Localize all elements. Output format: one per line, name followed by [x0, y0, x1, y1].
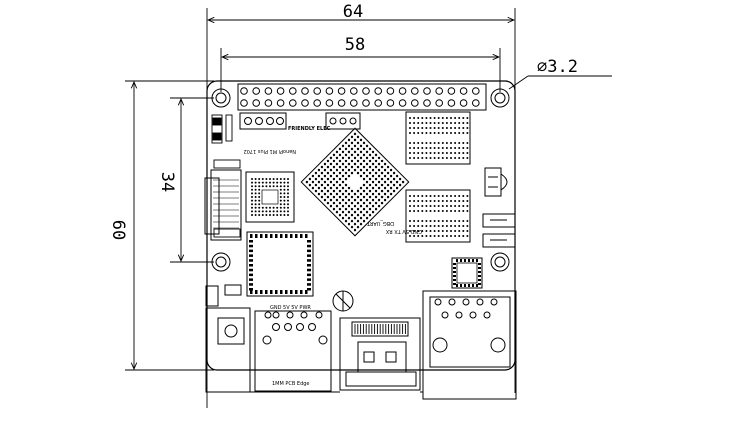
gpio-pin — [301, 87, 309, 95]
gpio-pin — [472, 87, 480, 95]
gpio-pin — [289, 87, 297, 95]
gpio-pin — [350, 99, 358, 107]
gpio-pin — [313, 99, 322, 107]
gpio-pin — [398, 87, 407, 95]
gpio-pin — [276, 87, 285, 95]
audio-jack — [205, 284, 251, 393]
dimension-hole-diameter — [508, 75, 612, 90]
gpio-pin — [289, 99, 297, 107]
gpio-pin — [276, 99, 285, 107]
ddr-chip-bottom — [405, 189, 471, 243]
usb-power-area — [254, 310, 332, 392]
debug-uart-label: DBG_UART — [366, 220, 394, 226]
model-silkscreen: NanoPi M1 Plus 1702 — [244, 148, 297, 154]
gpio-pin — [350, 87, 358, 95]
brand-silkscreen: FRIENDLY ELEC — [288, 126, 331, 132]
hdmi-connector — [339, 317, 421, 391]
gpio-pin — [447, 99, 456, 107]
gpio-header — [237, 83, 487, 111]
emmc-chip — [245, 171, 295, 223]
gpio-pin — [362, 87, 370, 95]
gpio-pin — [362, 99, 370, 107]
pcb-edge-note: 1MM PCB Edge — [272, 381, 310, 387]
dimension-board-height — [125, 80, 214, 371]
gpio-pin — [447, 87, 456, 95]
wifi-module — [246, 231, 314, 297]
gpio-pin — [301, 99, 309, 107]
power-pins-label: GND 5V 5V PWR — [270, 305, 311, 311]
gpio-pin — [240, 99, 248, 107]
gpio-pin — [411, 99, 419, 107]
gpio-pin — [411, 87, 419, 95]
ethernet-phy-chip — [451, 257, 483, 289]
gpio-pin — [423, 87, 431, 95]
hole-diameter-label: ⌀3.2 — [537, 57, 578, 77]
gpio-pin — [252, 99, 261, 107]
gpio-pins — [240, 87, 480, 107]
gpio-pin — [423, 99, 431, 107]
gpio-pin — [337, 87, 346, 95]
gpio-pin — [398, 99, 407, 107]
ir-receiver — [484, 167, 508, 197]
soc-chip — [300, 127, 410, 237]
dimension-hole-span-x — [220, 48, 501, 92]
dimension-board-width — [206, 8, 516, 408]
board-width-label: 64 — [343, 2, 363, 22]
capacitor — [332, 290, 354, 312]
gpio-pin — [313, 87, 322, 95]
gpio-pin — [472, 99, 480, 107]
mounting-holes — [211, 88, 510, 272]
gpio-pin — [459, 87, 468, 95]
gpio-pin — [337, 99, 346, 107]
gpio-pin — [374, 87, 383, 95]
gpio-pin — [240, 87, 248, 95]
status-leds — [482, 213, 516, 248]
gpio-pin — [264, 99, 273, 107]
gpio-pin — [386, 87, 395, 95]
gpio-pin — [325, 99, 334, 107]
hole-span-y-label: 34 — [157, 172, 177, 192]
gpio-pin — [325, 87, 334, 95]
uart-header — [239, 112, 361, 130]
gpio-pin — [459, 99, 468, 107]
uart-pins-label: GND 5V TX RX — [385, 228, 422, 234]
gpio-pin — [386, 99, 395, 107]
board-height-label: 60 — [108, 220, 128, 240]
hole-span-x-label: 58 — [345, 35, 365, 55]
gpio-pin — [435, 99, 444, 107]
gpio-pin — [374, 99, 383, 107]
ddr-chip-top — [405, 111, 471, 165]
gpio-pin — [252, 87, 261, 95]
gpio-pin — [264, 87, 273, 95]
ethernet-jack — [422, 290, 517, 400]
gpio-pin — [435, 87, 444, 95]
microsd-slot — [204, 169, 242, 241]
left-side-components — [211, 114, 241, 238]
